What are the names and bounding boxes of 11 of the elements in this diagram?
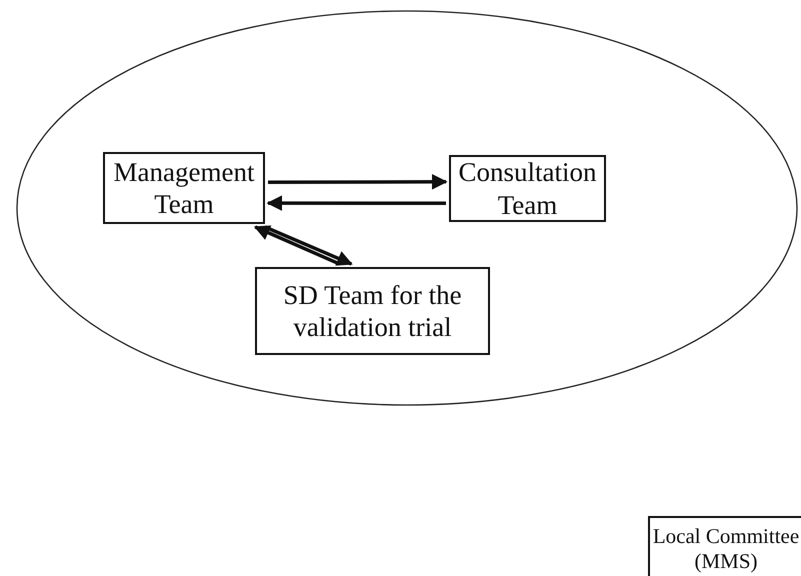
box-label: Local Committee (MMS)	[652, 524, 800, 574]
team-box	[255, 267, 490, 355]
box-label: SD Team for the validation trial	[282, 278, 463, 344]
arrow	[266, 195, 446, 211]
ellipse-outline	[16, 10, 798, 406]
arrow	[268, 174, 448, 190]
team-box	[648, 516, 801, 576]
box-label: Consultation Team	[457, 156, 598, 221]
arrow	[264, 225, 353, 266]
team-box	[103, 152, 265, 224]
box-label: Management Team	[112, 156, 256, 220]
